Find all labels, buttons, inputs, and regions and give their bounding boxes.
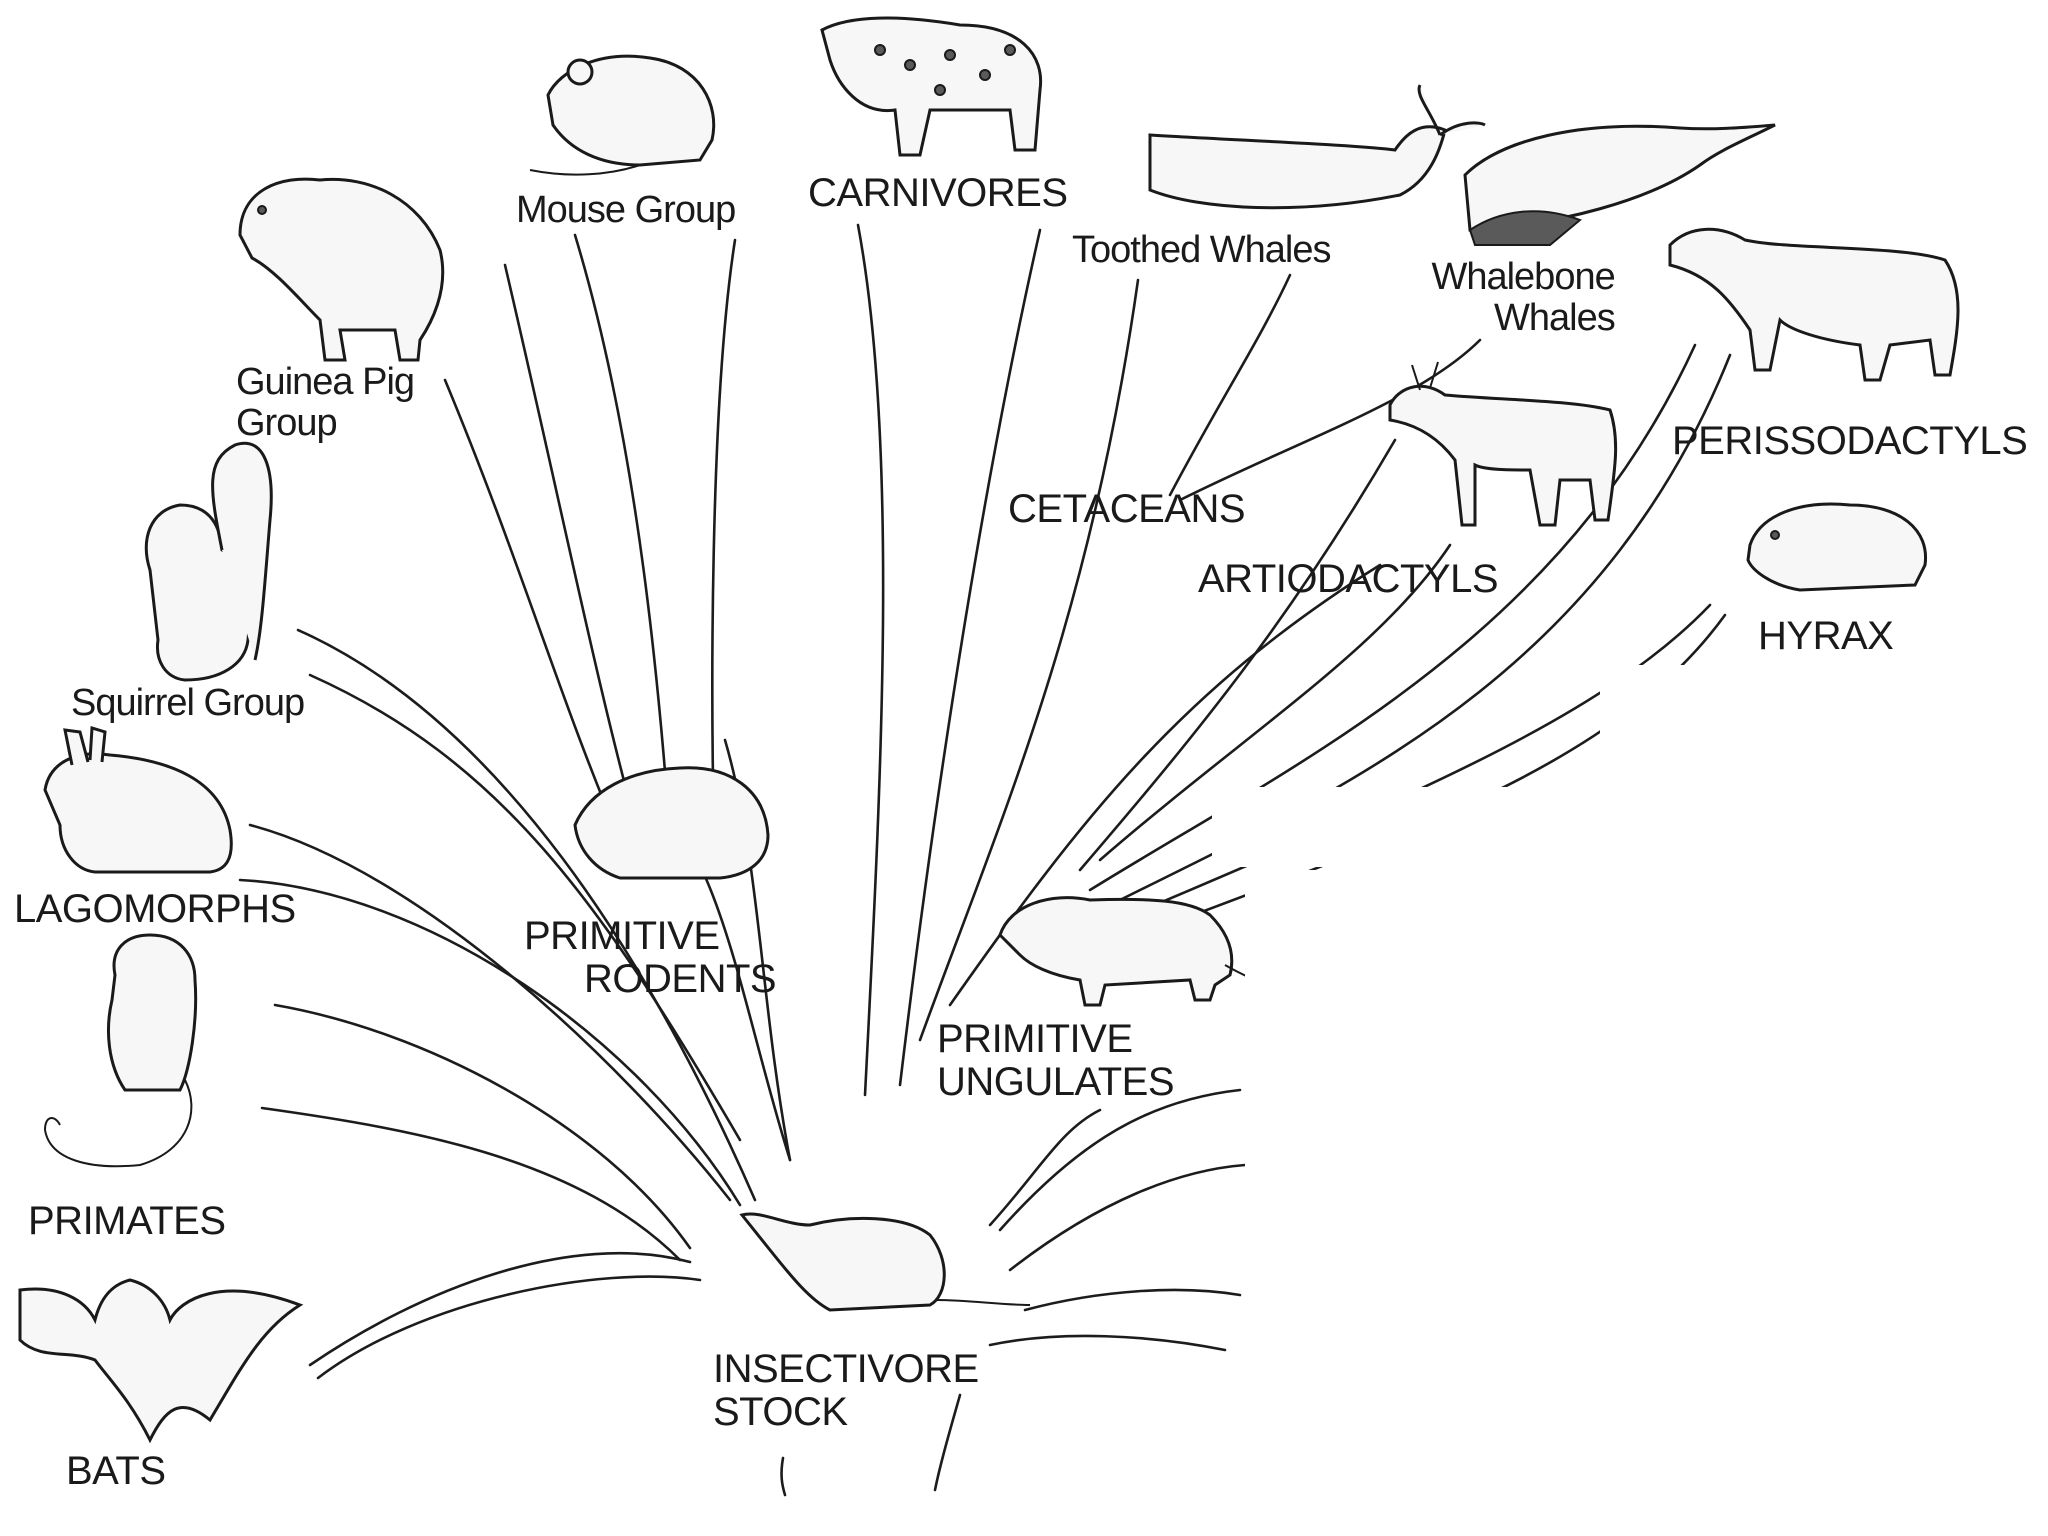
hyrax-icon	[1746, 502, 1928, 592]
branch-root	[933, 1393, 962, 1492]
label-bats: BATS	[66, 1449, 166, 1493]
branch-unlabelled	[988, 1334, 1227, 1352]
shrew-icon	[739, 1212, 1031, 1312]
monkey-icon	[43, 933, 198, 1168]
branch-mouse-group	[503, 263, 642, 842]
branch-squirrel-group	[296, 628, 757, 1202]
deer-icon	[1388, 361, 1618, 527]
leopard-icon	[820, 16, 1043, 157]
branch-unlabelled	[988, 1108, 1102, 1227]
rabbit-icon	[43, 726, 233, 874]
label-line: INSECTIVORE	[713, 1347, 979, 1391]
rodent-icon	[573, 766, 770, 880]
branch-unlabelled	[1008, 1163, 1247, 1272]
branch-bats	[316, 1275, 702, 1380]
branch-carnivores	[856, 223, 885, 1097]
branch-bats	[308, 1251, 692, 1367]
branch-lagomorphs	[238, 878, 742, 1207]
whiteout-patch	[1245, 1005, 1650, 1095]
label-primates: PRIMATES	[28, 1199, 226, 1243]
branch-artiodactyls	[1098, 543, 1452, 862]
branch-squirrel-group	[308, 673, 742, 1142]
label-whalebone-whales: Whalebone Whales	[1431, 256, 1615, 340]
label-perissodactyls: PERISSODACTYLS	[1672, 419, 2028, 463]
label-cetaceans: CETACEANS	[1008, 487, 1246, 531]
whiteout-patch	[1595, 795, 2048, 1010]
label-hyrax: HYRAX	[1758, 614, 1894, 658]
sperm-whale-icon	[1148, 84, 1486, 210]
label-artiodactyls: ARTIODACTYLS	[1198, 557, 1499, 601]
bat-icon	[18, 1278, 304, 1444]
branch-cetaceans	[918, 278, 1140, 1042]
horse-icon	[1668, 227, 1960, 382]
label-guinea-pig-group: Guinea Pig Group	[236, 361, 415, 445]
label-carnivores: CARNIVORES	[808, 171, 1068, 215]
whiteout-patch	[1212, 787, 1610, 867]
whiteout-patch	[1245, 1090, 1990, 1245]
branch-lines	[238, 223, 1732, 1497]
branch-toothed-whales	[1168, 273, 1292, 497]
label-toothed-whales: Toothed Whales	[1072, 229, 1331, 271]
branch-perissodactyls	[1108, 353, 1732, 907]
branch-unlabelled	[1023, 1288, 1242, 1312]
branch-primates	[260, 1106, 682, 1262]
branch-unlabelled	[998, 1088, 1242, 1232]
branch-carnivores	[898, 228, 1042, 1087]
label-primitive-ungulates: PRIMITIVE UNGULATES	[937, 1017, 1175, 1105]
branch-hyrax	[1118, 603, 1712, 922]
branch-whalebone-whales	[1178, 338, 1482, 502]
label-lagomorphs: LAGOMORPHS	[14, 887, 296, 931]
whiteout-patch	[1600, 665, 2048, 795]
label-primitive-rodents: PRIMITIVE RODENTS	[524, 914, 777, 1002]
branch-root	[780, 1456, 787, 1497]
branch-artiodactyls	[1078, 438, 1397, 872]
label-root: INSECTIVORE STOCK	[713, 1347, 979, 1435]
baleen-whale-icon	[1463, 123, 1776, 246]
branch-primates	[273, 1003, 692, 1250]
capybara-icon	[238, 177, 445, 362]
label-line: STOCK	[713, 1390, 848, 1435]
branch-perissodactyls	[1088, 343, 1697, 892]
branch-lagomorphs	[248, 823, 732, 1202]
whiteout-patch	[1245, 870, 1595, 1005]
label-squirrel-group: Squirrel Group	[71, 682, 305, 724]
label-mouse-group: Mouse Group	[516, 189, 736, 231]
branch-guinea-pig-group	[443, 378, 622, 842]
mouse-icon	[529, 54, 716, 176]
squirrel-icon	[144, 441, 273, 682]
